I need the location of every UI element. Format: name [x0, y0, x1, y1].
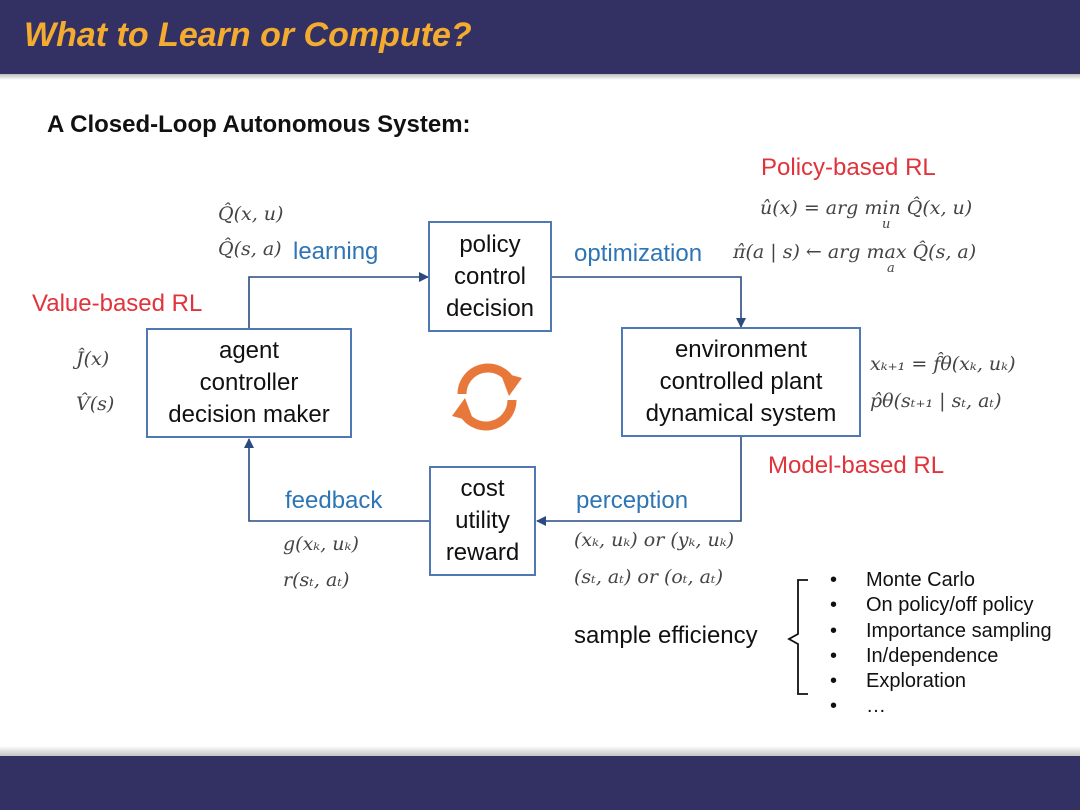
footer-bar [0, 756, 1080, 810]
cost-box-line-3: reward [445, 539, 520, 566]
arrow-environment-to-cost [536, 437, 742, 526]
slide-subtitle: A Closed-Loop Autonomous System: [47, 111, 471, 138]
list-item: … [830, 694, 1052, 719]
optimization-label: optimization [574, 240, 703, 267]
u-hat-subscript: u [882, 217, 891, 232]
policy-box-line-2: control [453, 262, 527, 290]
sample-efficiency-list: Monte Carlo On policy/off policy Importa… [830, 568, 1052, 720]
reward-r-formula: r(sₜ, aₜ) [283, 569, 350, 591]
bracket [787, 579, 808, 695]
list-item: Monte Carlo [830, 568, 1052, 593]
cost-g-formula: g(xₖ, uₖ) [283, 533, 359, 555]
value-based-rl-label: Value-based RL [32, 290, 203, 317]
environment-box-line-2: controlled plant [659, 368, 823, 395]
u-hat-formula: û(x) = arg min Q̂(x, u) [760, 197, 973, 219]
q-xu-formula: Q̂(x, u) [218, 203, 284, 225]
list-item: On policy/off policy [830, 593, 1052, 618]
environment-box-line-3: dynamical system [645, 400, 837, 427]
q-sa-formula: Q̂(s, a) [218, 238, 282, 260]
environment-box: environment controlled plant dynamical s… [621, 327, 861, 437]
environment-box-line-1: environment [674, 336, 808, 363]
header-bar [0, 0, 1080, 74]
list-item: In/dependence [830, 644, 1052, 669]
feedback-label: feedback [285, 487, 383, 514]
j-x-formula: Ĵ(x) [76, 348, 110, 370]
list-item: Exploration [830, 669, 1052, 694]
arrow-cost-to-agent [244, 438, 430, 522]
cost-box-line-2: utility [455, 507, 510, 534]
agent-box-line-2: controller [199, 369, 299, 396]
pi-hat-subscript: a [887, 261, 895, 276]
observation-formula-1: (xₖ, uₖ) or (yₖ, uₖ) [574, 529, 735, 551]
policy-box: policy control decision [428, 221, 552, 332]
policy-based-rl-label: Policy-based RL [761, 154, 936, 181]
agent-box-line-1: agent [218, 337, 280, 364]
list-item: Importance sampling [830, 619, 1052, 644]
footer-shadow [0, 746, 1080, 756]
model-based-rl-label: Model-based RL [768, 452, 945, 479]
policy-box-line-3: decision [445, 294, 535, 322]
arrow-policy-to-environment [551, 276, 746, 328]
slide-title: What to Learn or Compute? [24, 16, 472, 54]
cost-box: cost utility reward [429, 466, 536, 576]
observation-formula-2: (sₜ, aₜ) or (oₜ, aₜ) [574, 566, 723, 588]
agent-box-line-3: decision maker [168, 401, 330, 428]
cost-box-line-1: cost [460, 475, 505, 502]
perception-label: perception [576, 487, 689, 514]
v-s-formula: V̂(s) [76, 393, 115, 415]
transition-formula: p̂θ(sₜ₊₁ | sₜ, aₜ) [870, 390, 1002, 412]
sample-efficiency-label: sample efficiency [574, 622, 758, 649]
learning-label: learning [293, 238, 379, 265]
agent-box: agent controller decision maker [146, 328, 352, 438]
dynamics-formula: xₖ₊₁ = f̂θ(xₖ, uₖ) [870, 353, 1016, 375]
arrow-agent-to-policy [248, 272, 429, 330]
policy-box-line-1: policy [459, 230, 521, 258]
header-shadow [0, 74, 1080, 80]
pi-hat-formula: π̂(a | s) ← arg max Q̂(s, a) [733, 241, 977, 263]
